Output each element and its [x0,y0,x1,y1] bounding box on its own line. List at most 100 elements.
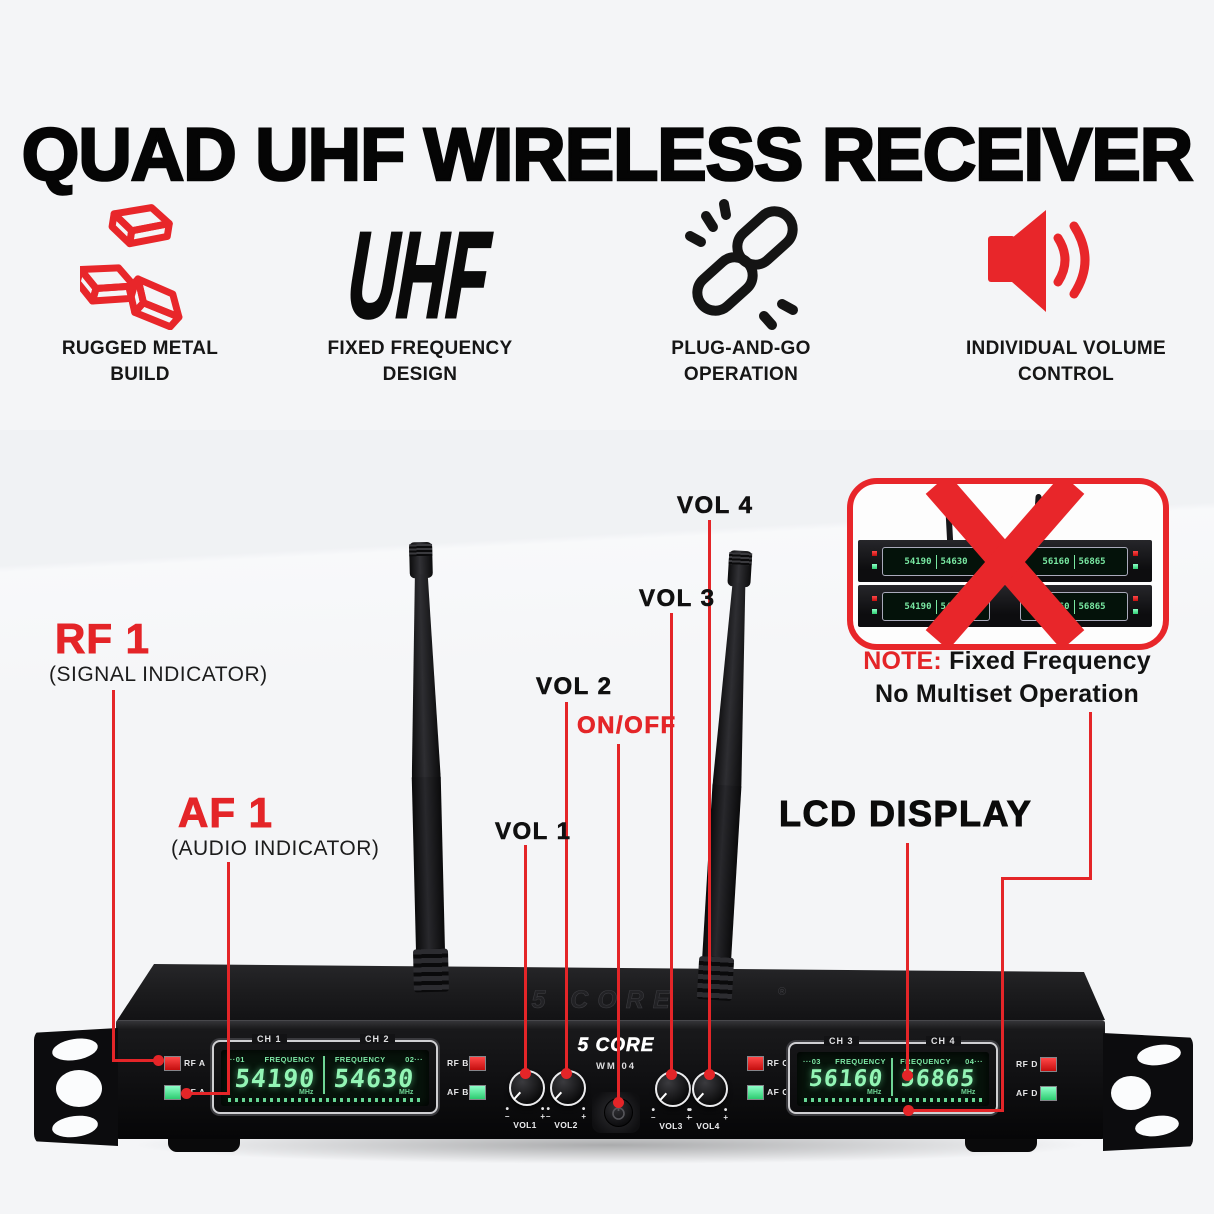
af1-callout-dot [181,1088,192,1099]
rack-ear-right [1103,1033,1193,1151]
ch3-label: CH 3 [824,1036,859,1046]
vol1-callout-dot [520,1068,531,1079]
inset-led [872,596,877,601]
callout-onoff: ON/OFF [577,712,677,740]
callout-rf1-label: RF 1 [54,615,151,663]
chain-link-icon [685,199,798,330]
channel-id: ···03 [803,1057,821,1066]
note-text: NOTE: Fixed Frequency No Multiset Operat… [863,647,1151,708]
device-model: WM 04 [595,1061,637,1072]
callout-rf1-sub: (SIGNAL INDICATOR) [49,663,268,686]
callout-vol3: VOL 3 [639,585,716,613]
inset-led [872,564,877,569]
rf1-callout-line [112,1059,158,1062]
mhz-unit: MHz [961,1089,976,1096]
onoff-callout-line [617,744,620,1104]
ch4-label: CH 4 [926,1036,961,1046]
vol2-callout-line [565,702,568,1075]
frequency-label: FREQUENCY [900,1057,951,1066]
note-callout-line [1001,877,1004,1112]
rf-a-led [164,1056,181,1071]
af-d-led [1040,1086,1057,1101]
inset-led [1133,609,1138,614]
lcd-module-right: CH 3 CH 4 ···03 FREQUENCY FREQUENCY 04··… [788,1036,998,1114]
vol3-callout-dot [666,1069,677,1080]
vol3-knob-label: VOL3 [659,1121,683,1131]
af-a-led [164,1085,181,1100]
ch1-label: CH 1 [252,1034,287,1044]
callout-vol1: VOL 1 [495,818,572,846]
frequency-label: FREQUENCY [264,1055,316,1064]
rf1-callout-line [112,690,115,1062]
inset-led [1133,564,1138,569]
rf-a-label: RF A [184,1058,206,1068]
vol1-knob-label: VOL1 [513,1120,537,1130]
note-callout-line [1001,877,1092,880]
rack-hole [1135,1042,1183,1068]
feature-fixed-frequency-caption: FIXED FREQUENCY DESIGN [327,338,513,385]
metal-ingots-icon [80,204,183,330]
lcd-callout-dot [902,1070,913,1081]
uhf-badge-icon: UHF [343,206,494,344]
device-foot-left [168,1136,240,1152]
callout-lcd-display: LCD DISPLAY [778,793,1033,835]
lcd-callout-line [906,843,909,1076]
rack-hole [1111,1076,1151,1110]
vol3-callout-line [670,613,673,1076]
callout-af1-label: AF 1 [177,789,274,837]
red-x-mark-icon [925,478,1085,646]
callout-af1-sub: (AUDIO INDICATOR) [171,837,380,860]
page-title: QUAD UHF WIRELESS RECEIVER [20,112,1194,198]
lcd-screen-left: ···01 FREQUENCY FREQUENCY 02··· 54190 MH… [221,1050,429,1106]
rf-b-label: RF B [447,1058,469,1068]
rack-hole [56,1070,102,1107]
rf1-callout-dot [153,1055,164,1066]
rack-hole [50,1035,100,1064]
note-callout-line [908,1109,1004,1112]
channel-id: 02··· [405,1055,423,1064]
ch2-label: CH 2 [360,1034,395,1044]
note-prefix: NOTE: [863,647,942,675]
rack-ear-left [34,1028,118,1146]
device-brand: 5 CORE [577,1035,655,1057]
registered-mark: ® [778,986,787,998]
frequency-label: FREQUENCY [835,1057,886,1066]
channel-id: 04··· [965,1057,983,1066]
inset-led [1133,596,1138,601]
rf-c-led [747,1056,764,1071]
rack-hole [1133,1113,1181,1139]
device-top-logo: 5 CORE [531,986,679,1015]
lcd-module-left: CH 1 CH 2 ···01 FREQUENCY FREQUENCY 02··… [212,1034,438,1114]
device-top-panel [116,964,1105,1022]
mhz-unit: MHz [399,1089,414,1096]
af-c-label: AF C [767,1087,789,1097]
rf-c-label: RF C [767,1058,789,1068]
rack-hole [50,1113,100,1140]
inset-led [872,609,877,614]
device-foot-right [965,1136,1037,1152]
vol1-callout-line [524,845,527,1075]
feature-individual-volume-caption: INDIVIDUAL VOLUME CONTROL [965,338,1167,385]
af1-callout-line [227,862,230,1095]
speaker-volume-icon [988,210,1090,312]
note-callout-dot [903,1105,914,1116]
inset-unit1-right-display: 56160 56865 [1020,547,1128,576]
af-c-led [747,1085,764,1100]
channel-id: ···01 [227,1055,245,1064]
af1-callout-line [186,1092,230,1095]
mhz-unit: MHz [867,1089,882,1096]
inset-unit1-left-display: 54190 54630 [882,547,990,576]
vol2-knob-label: VOL2 [554,1120,578,1130]
vol2-callout-dot [561,1068,572,1079]
vol4-knob-label: VOL4 [696,1121,720,1131]
note-callout-line [1089,712,1092,880]
mhz-unit: MHz [299,1089,314,1096]
af-b-led [469,1085,486,1100]
rf-d-label: RF D [1016,1059,1038,1069]
callout-vol2: VOL 2 [536,673,613,701]
rf-b-led [469,1056,486,1071]
frequency-label: FREQUENCY [334,1055,386,1064]
onoff-callout-dot [613,1097,624,1108]
vol4-callout-line [708,520,711,1076]
af-b-label: AF B [447,1087,469,1097]
